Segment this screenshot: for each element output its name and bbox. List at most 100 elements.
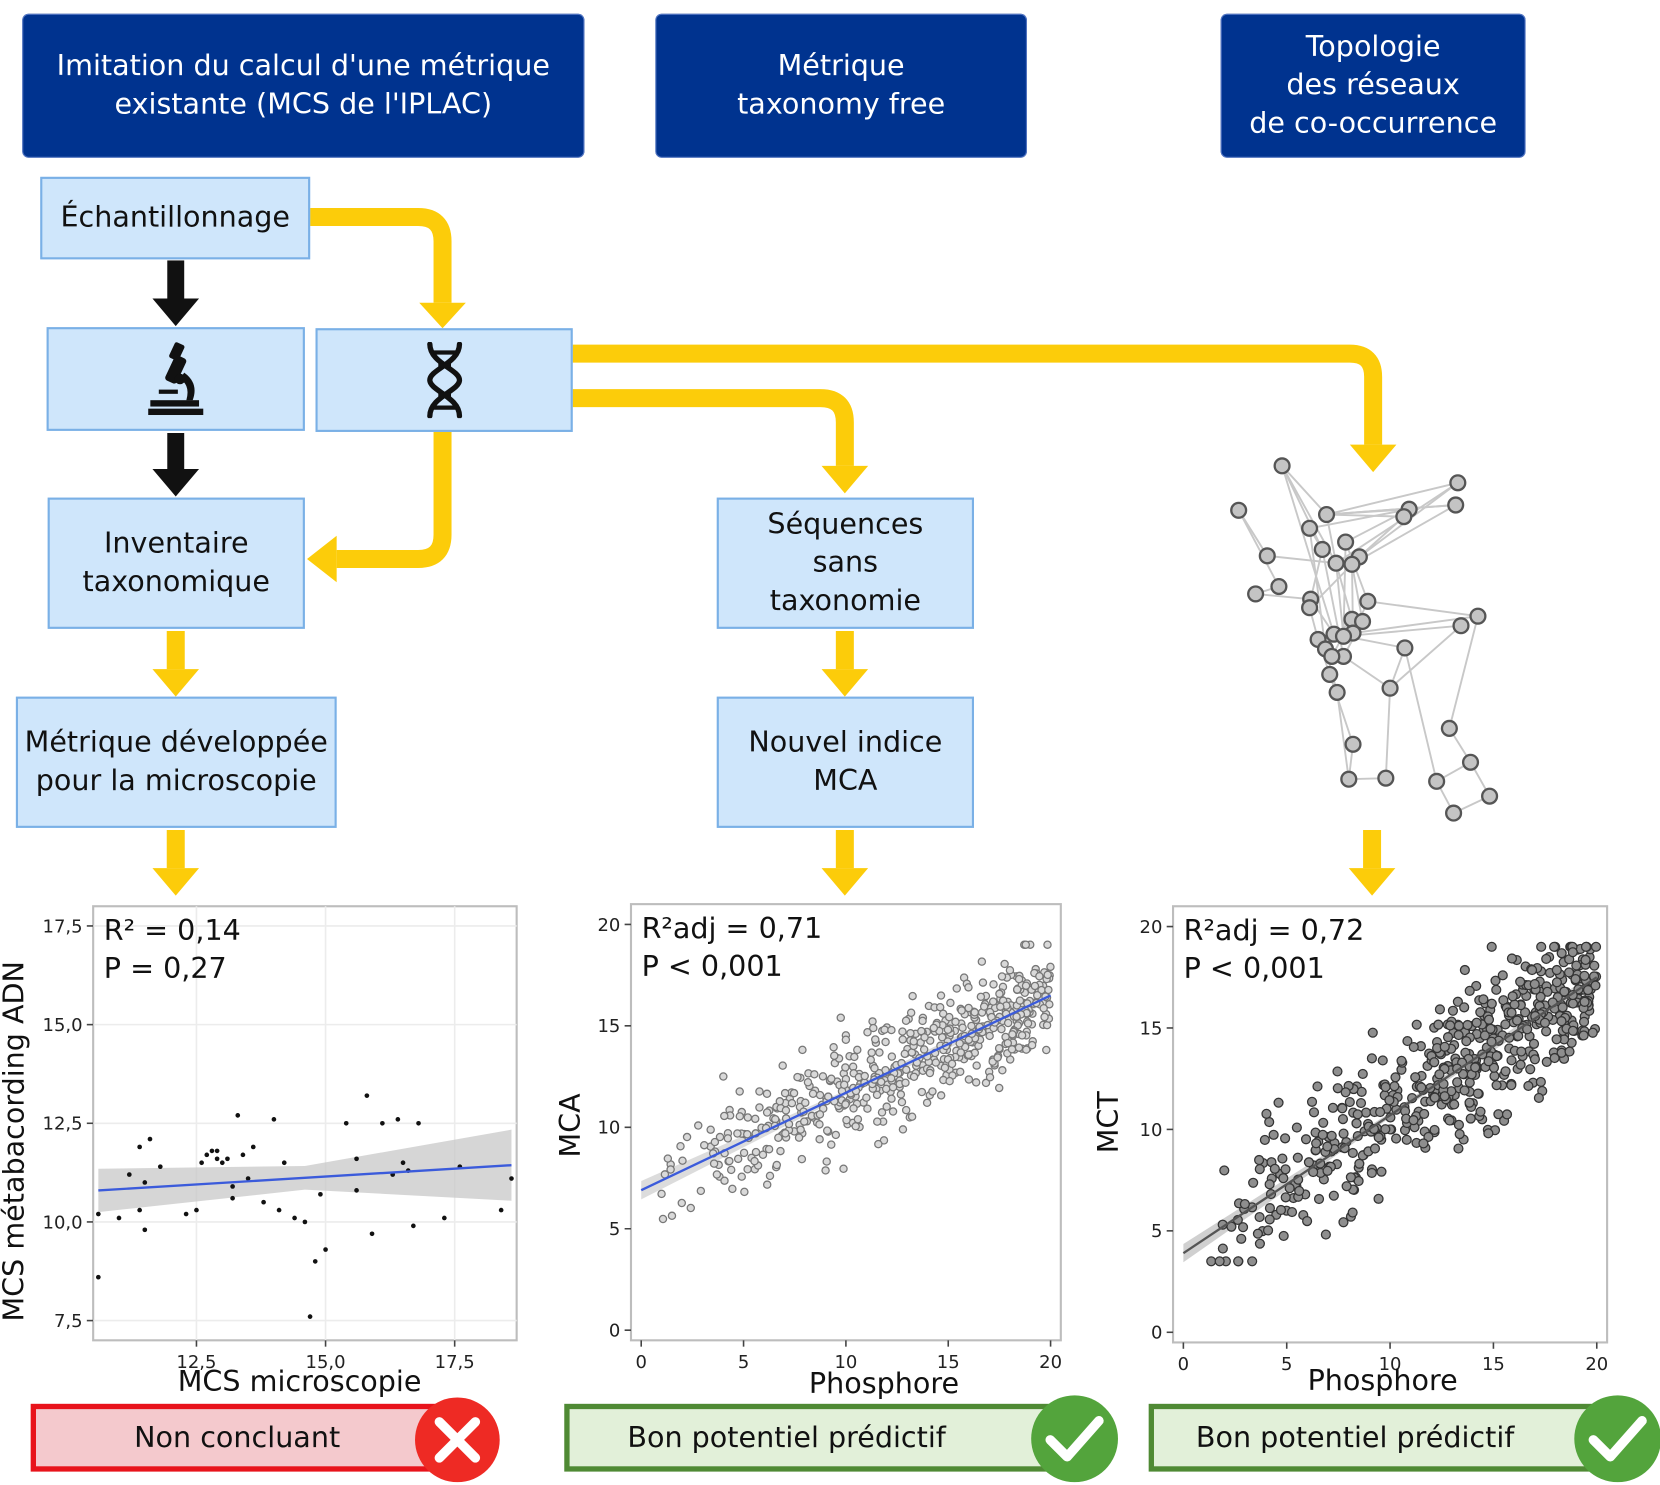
data-point: [1478, 994, 1489, 1005]
data-point: [977, 957, 987, 966]
x-tick-label: 10: [1379, 1354, 1402, 1375]
data-point: [1551, 977, 1562, 988]
data-point: [1578, 1030, 1589, 1041]
verdict-fail: Non concluant: [30, 1403, 476, 1472]
data-point: [1280, 1133, 1291, 1144]
data-point: [876, 1077, 886, 1087]
network-node: [1327, 554, 1345, 572]
network-node: [1328, 683, 1346, 701]
data-point: [1464, 1097, 1475, 1108]
data-point: [841, 1063, 850, 1072]
data-point: [758, 1150, 768, 1159]
regression-line: [98, 1164, 512, 1192]
data-point: [230, 1195, 235, 1201]
network-node: [1445, 804, 1463, 822]
y-tick-label: 20: [1140, 917, 1163, 938]
data-point: [1337, 1114, 1349, 1125]
data-point: [715, 1132, 725, 1142]
data-point: [944, 1012, 954, 1022]
data-point: [1475, 1007, 1486, 1018]
network-edge: [1344, 541, 1369, 602]
data-point: [1326, 1130, 1337, 1141]
network-node: [1353, 612, 1372, 631]
data-point: [908, 991, 917, 1001]
network-node: [1270, 577, 1288, 596]
network-edge: [1351, 504, 1457, 566]
data-point: [1567, 1025, 1579, 1036]
data-point: [901, 1016, 911, 1025]
data-point: [194, 1207, 199, 1213]
data-point: [323, 1247, 328, 1252]
y-axis-label: MCT: [1091, 1091, 1125, 1154]
data-point: [1416, 1082, 1427, 1093]
data-point: [498, 1207, 504, 1213]
y-tick-label: 5: [609, 1219, 620, 1240]
data-point: [1030, 981, 1040, 991]
data-point: [964, 983, 973, 992]
data-point: [827, 1074, 836, 1083]
data-point: [839, 1164, 848, 1173]
network-node: [1428, 772, 1446, 790]
y-tick-label: 17,5: [43, 916, 83, 937]
data-point: [1506, 1080, 1517, 1091]
stat-r2: R²adj = 0,72: [1184, 913, 1365, 947]
data-point: [922, 1098, 932, 1108]
data-point: [739, 1148, 749, 1158]
data-point: [1459, 964, 1470, 976]
data-point: [906, 1028, 915, 1038]
network-node: [1273, 457, 1291, 475]
data-point: [993, 1053, 1002, 1062]
data-point: [235, 1113, 241, 1118]
data-point: [271, 1117, 277, 1122]
data-point: [940, 1063, 950, 1072]
data-point: [1264, 1203, 1276, 1214]
data-point: [142, 1180, 148, 1185]
data-point: [897, 1097, 907, 1107]
data-point: [1376, 1166, 1387, 1177]
network-node: [1247, 585, 1265, 603]
data-point: [1523, 1080, 1534, 1092]
data-point: [1449, 1099, 1460, 1110]
cross-icon: [415, 1397, 500, 1483]
data-point: [1462, 1019, 1473, 1031]
network-edge: [1309, 508, 1410, 530]
data-point: [1233, 1256, 1244, 1267]
data-point: [281, 1160, 287, 1166]
microscopy-box: [46, 327, 305, 431]
data-point: [1439, 1041, 1450, 1052]
stat-p: P = 0,27: [104, 951, 227, 985]
data-point: [886, 1074, 896, 1083]
data-point: [1459, 1085, 1470, 1096]
data-point: [815, 1135, 824, 1144]
data-point: [1338, 1128, 1349, 1139]
network-node: [1340, 770, 1358, 788]
data-point: [762, 1108, 772, 1117]
data-point: [1483, 1056, 1494, 1067]
data-point: [1454, 1129, 1465, 1140]
data-point: [712, 1170, 722, 1179]
data-point: [1541, 953, 1552, 965]
data-point: [801, 1098, 810, 1107]
data-point: [1300, 1134, 1312, 1145]
data-point: [946, 998, 955, 1008]
x-tick-label: 5: [1281, 1354, 1292, 1375]
y-tick-label: 10: [1140, 1120, 1163, 1141]
data-point: [1567, 947, 1578, 958]
network-graph: [1230, 457, 1499, 822]
data-point: [951, 1017, 960, 1027]
data-point: [442, 1215, 447, 1221]
network-node: [1359, 592, 1377, 610]
data-point: [1269, 1163, 1280, 1174]
data-point: [694, 1121, 703, 1130]
data-point: [1045, 1000, 1054, 1009]
data-point: [1465, 1113, 1476, 1124]
data-point: [881, 1084, 891, 1094]
data-point: [1015, 996, 1025, 1005]
data-point: [1429, 1124, 1440, 1135]
y-tick-label: 15,0: [43, 1015, 83, 1036]
header-taxonomy-free: Métrique taxonomy free: [655, 13, 1027, 158]
data-point: [776, 1146, 785, 1156]
data-point: [1012, 1012, 1021, 1021]
data-point: [789, 1088, 799, 1098]
network-node: [1317, 505, 1336, 524]
